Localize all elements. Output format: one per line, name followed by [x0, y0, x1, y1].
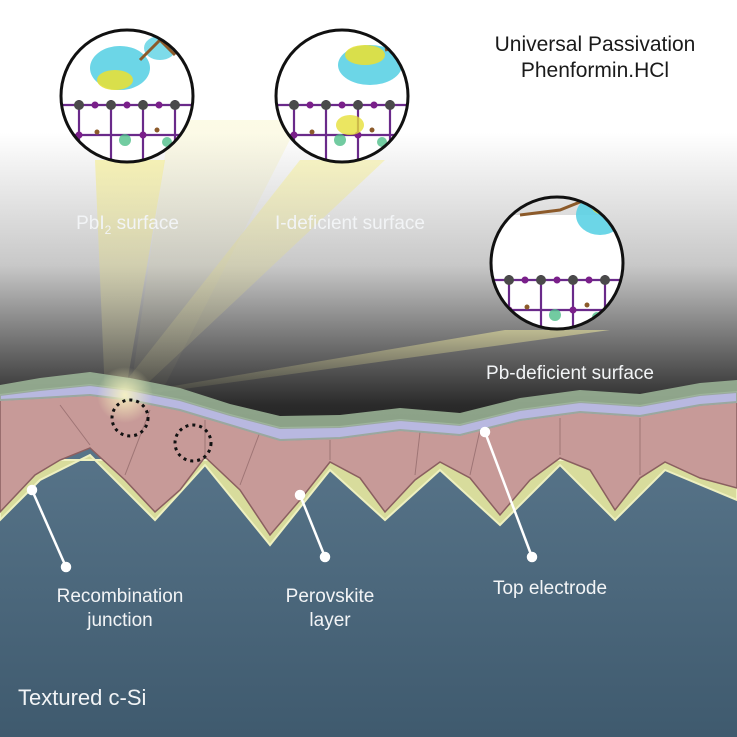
pbi2-suffix: surface	[111, 213, 179, 234]
defect-marker-2	[173, 423, 213, 463]
label-pb-deficient-surface: Pb-deficient surface	[486, 363, 654, 384]
label-recombination-junction: Recombination junction	[30, 585, 210, 633]
label-perovskite-layer: Perovskite layer	[260, 585, 400, 633]
title-line1: Universal Passivation	[494, 33, 696, 56]
defect-marker-1	[110, 398, 150, 438]
pointer-lines	[26, 426, 538, 573]
electrode-green-edge	[0, 372, 737, 428]
recombination-line1: Recombination	[56, 586, 184, 607]
light-beams	[95, 120, 610, 395]
perovskite-line1: Perovskite	[285, 586, 375, 607]
perovskite-line2: layer	[309, 609, 351, 631]
label-i-deficient-surface: I-deficient surface	[275, 213, 425, 234]
title-line2: Phenformin.HCl	[520, 59, 670, 83]
label-textured-c-si: Textured c-Si	[18, 685, 147, 710]
label-pbi2-surface: PbI2 surface	[60, 212, 195, 238]
pbi2-subscript: 2	[104, 222, 112, 237]
light-glow	[97, 367, 153, 423]
recombination-line2: junction	[87, 609, 153, 631]
zoom-pbi2-surface	[59, 28, 195, 164]
pbi2-prefix: PbI	[76, 213, 105, 234]
label-top-electrode: Top electrode	[492, 578, 608, 599]
zoom-i-deficient-surface	[274, 28, 410, 164]
title: Universal Passivation Phenformin.HCl	[455, 32, 735, 85]
perovskite-grain-lines	[59, 404, 641, 486]
